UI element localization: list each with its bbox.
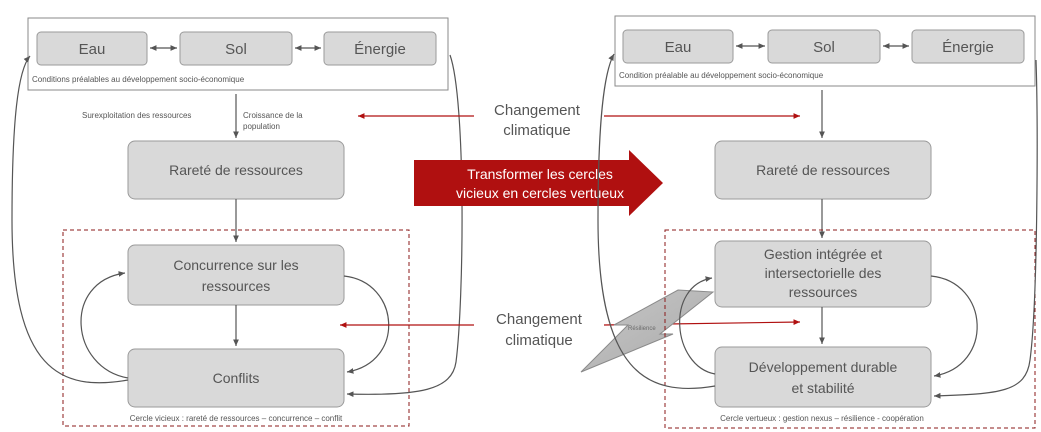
right-water-box <box>622 29 734 64</box>
right-development-label-2: et stabilité <box>791 380 854 396</box>
transform-arrow <box>414 150 663 216</box>
right-scarcity-box <box>714 140 932 200</box>
right-management-box <box>714 240 932 308</box>
left-driver-population-2: population <box>243 122 280 131</box>
left-water-box <box>36 31 148 66</box>
left-water-label: Eau <box>79 41 106 58</box>
left-outer-feedback-loop <box>11 55 129 384</box>
right-energy-box <box>911 29 1025 64</box>
right-cycle-caption: Cercle vertueux : gestion nexus – résili… <box>720 414 924 423</box>
center-panel: Changement climatique Transformer les ce… <box>340 102 801 373</box>
left-competition-label-1: Concurrence sur les <box>173 257 298 273</box>
right-management-label-2: intersectorielle des <box>765 265 882 281</box>
left-scarcity-label: Rareté de ressources <box>169 162 303 178</box>
right-management-label-1: Gestion intégrée et <box>764 246 882 262</box>
left-cycle-frame <box>62 229 410 427</box>
right-cycle-loop-right <box>930 275 978 378</box>
right-cycle-loop-left <box>679 276 716 375</box>
left-energy-label: Énergie <box>354 41 406 58</box>
left-outer-return-loop <box>346 54 463 398</box>
left-cycle-caption: Cercle vicieux : rareté de ressources – … <box>130 414 343 423</box>
left-conflicts-label: Conflits <box>213 370 260 386</box>
right-prereq-caption: Condition préalable au développement soc… <box>619 71 824 80</box>
left-cycle-loop-left <box>80 271 129 379</box>
transform-label-2: vicieux en cercles vertueux <box>456 185 624 201</box>
left-competition-box <box>127 244 345 306</box>
climate-change-top-label-1: Changement <box>494 102 581 119</box>
left-prereq-caption: Conditions préalables au développement s… <box>32 75 245 84</box>
resilience-label: Résilience <box>628 326 656 332</box>
left-competition-label-2: ressources <box>202 278 270 294</box>
right-energy-label: Énergie <box>942 39 994 56</box>
right-development-label-1: Développement durable <box>749 359 898 375</box>
left-energy-box <box>323 31 437 66</box>
right-outer-return-loop <box>933 59 1038 399</box>
right-cycle-frame <box>664 229 1036 429</box>
right-development-box <box>714 346 932 408</box>
right-outer-feedback-loop <box>597 53 716 390</box>
left-soil-label: Sol <box>225 41 247 58</box>
transform-label-1: Transformer les cercles <box>467 166 613 182</box>
left-driver-overexploitation: Surexploitation des ressources <box>82 111 191 120</box>
lightning-bolt-icon <box>580 289 715 373</box>
left-driver-population-1: Croissance de la <box>243 111 303 120</box>
right-panel: Eau Sol Énergie Condition préalable au d… <box>597 15 1038 429</box>
right-management-label-3: ressources <box>789 284 857 300</box>
left-panel: Eau Sol Énergie Conditions préalables au… <box>11 17 463 427</box>
right-water-label: Eau <box>665 39 692 56</box>
right-scarcity-label: Rareté de ressources <box>756 162 890 178</box>
climate-change-bottom-label-1: Changement <box>496 311 583 328</box>
right-soil-label: Sol <box>813 39 835 56</box>
right-soil-box <box>767 29 881 64</box>
climate-change-top-label-2: climatique <box>503 122 571 139</box>
left-cycle-loop-right <box>343 275 390 374</box>
climate-change-bottom-label-2: climatique <box>505 332 573 349</box>
left-soil-box <box>179 31 293 66</box>
